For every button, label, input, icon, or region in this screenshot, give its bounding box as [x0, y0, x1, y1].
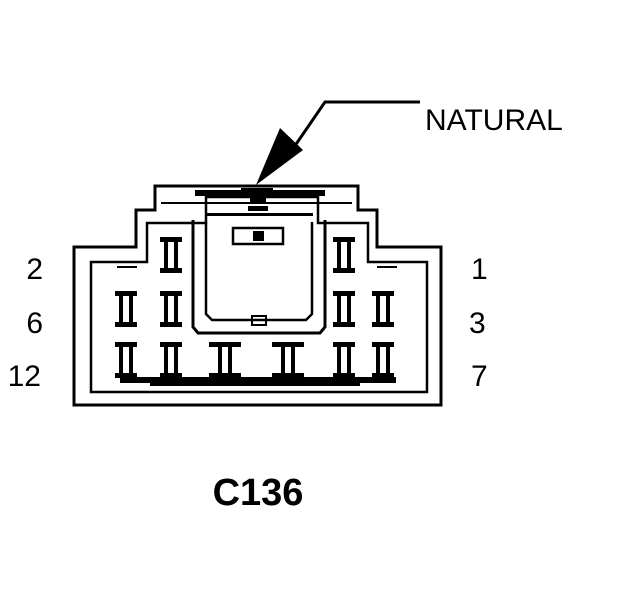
pin-label-right-middle: 3 — [469, 307, 486, 340]
pin-label-right-top: 1 — [471, 253, 488, 286]
pin-label-left-top: 2 — [26, 253, 43, 286]
callout-arrow — [256, 100, 420, 185]
pin-label-left-middle: 6 — [26, 307, 43, 340]
pin-label-left-bottom: 12 — [8, 360, 41, 393]
connector-id: C136 — [213, 472, 304, 514]
connector-housing — [72, 184, 443, 407]
terminal-row-middle — [115, 291, 394, 327]
callout-label: NATURAL — [425, 104, 563, 137]
pin-label-right-bottom: 7 — [471, 360, 488, 393]
terminal-row-bottom — [115, 342, 394, 378]
